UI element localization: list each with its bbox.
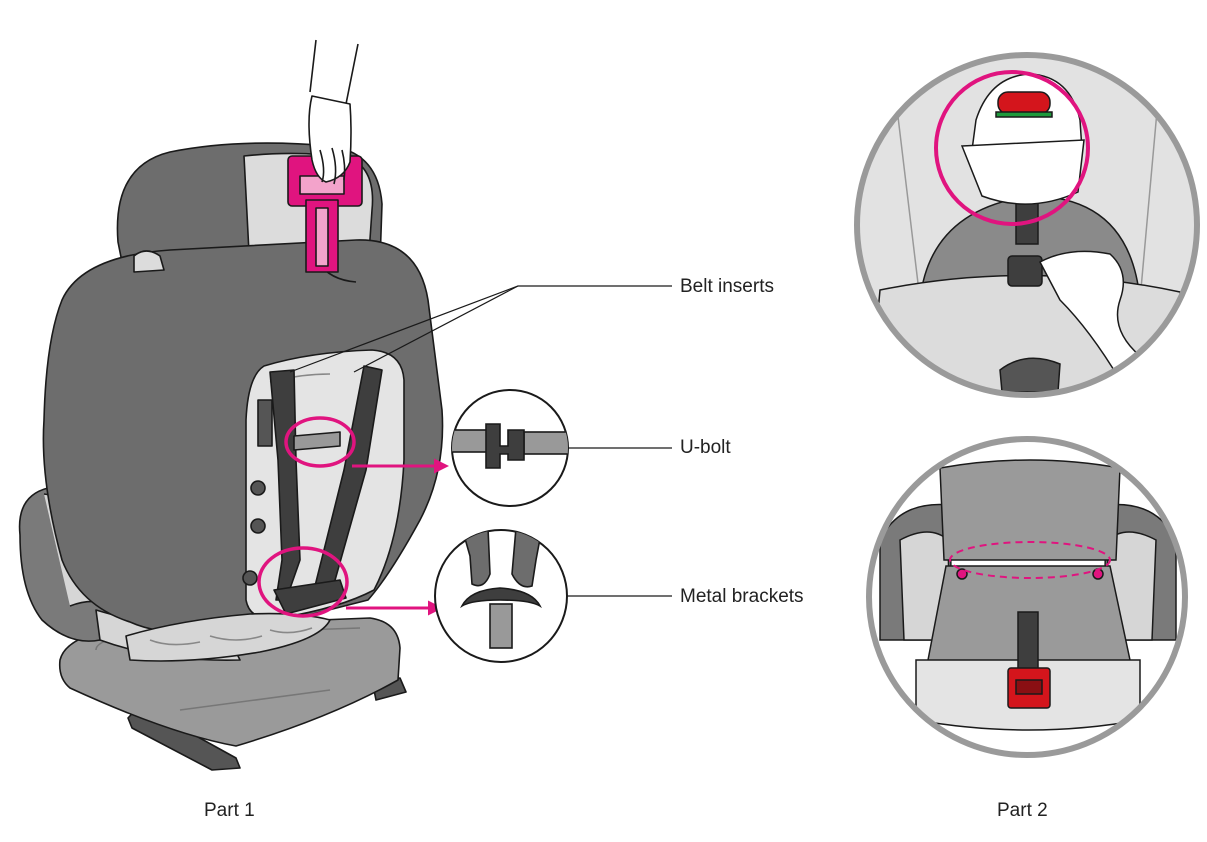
seat-backrest xyxy=(42,239,444,662)
hand-icon xyxy=(308,39,359,185)
u-bolt-highlight xyxy=(284,416,356,468)
callout-leaders xyxy=(289,285,672,597)
belt-inserts-label: Belt inserts xyxy=(680,276,774,297)
part1-seat-illustration xyxy=(18,39,444,771)
brackets-highlight xyxy=(257,546,349,618)
metal-brackets-label: Metal brackets xyxy=(680,586,804,607)
u-bolt-label: U-bolt xyxy=(680,437,731,458)
part2-caption: Part 2 xyxy=(997,800,1048,821)
metal-brackets-detail xyxy=(434,529,568,663)
part2-seat-front-view xyxy=(866,436,1188,758)
part1-caption: Part 1 xyxy=(204,800,255,821)
u-bolt-detail xyxy=(451,389,569,507)
part2-indicator-view xyxy=(854,52,1200,398)
